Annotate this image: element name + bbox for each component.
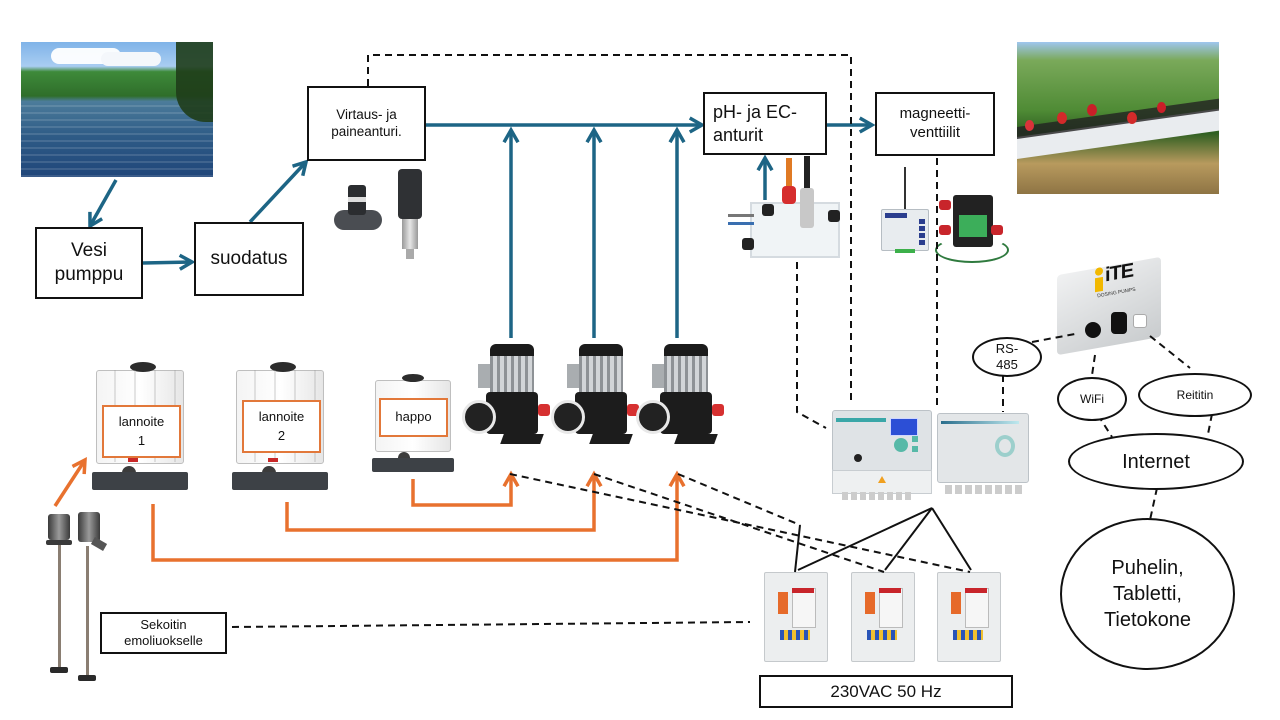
node-wifi-label: WiFi — [1080, 391, 1104, 406]
node-mixer: Sekoitin emoliuokselle — [100, 612, 227, 654]
mixer-to-tank-arrow — [53, 457, 87, 507]
strawberry-field-photo — [1017, 42, 1219, 194]
tank-label-text: lannoite 2 — [258, 408, 305, 443]
node-mixer-label: Sekoitin emoliuokselle — [124, 616, 203, 648]
signal-mixer-to-drives — [231, 621, 751, 628]
fertilizer2-to-pump2 — [285, 470, 603, 532]
node-power-supply-label: 230VAC 50 Hz — [830, 681, 942, 701]
brand-logo: iTE — [1105, 259, 1134, 287]
node-water-pump-label: Vesi pumppu — [54, 240, 124, 285]
tank-label-text: lannoite 1 — [118, 413, 165, 448]
node-flow-pressure-sensor: Virtaus- ja paineanturi. — [307, 86, 426, 161]
solenoid-valve-controller-photo — [875, 165, 1010, 270]
node-user-devices: Puhelin, Tabletti, Tietokone — [1060, 518, 1235, 670]
mixer-photo — [44, 512, 114, 682]
signal-router-to-internet — [1207, 413, 1213, 435]
node-flow-pressure-sensor-label: Virtaus- ja paineanturi. — [331, 106, 402, 139]
signal-pump3-to-drive1 — [677, 473, 801, 526]
frequency-drive-enclosure-photo — [764, 572, 828, 662]
node-filtration: suodatus — [194, 222, 304, 296]
dosing-pump-photo — [551, 344, 639, 456]
node-router: Reititin — [1138, 373, 1252, 417]
signal-probe-to-controller — [796, 262, 827, 429]
flow-pump-to-filter — [142, 253, 196, 271]
dosing-pump-photo — [636, 344, 724, 456]
node-solenoid-valves: magneetti- venttiilit — [875, 92, 995, 156]
tank-label-acid: happo — [379, 398, 448, 437]
tank-label-fertilizer-2: lannoite 2 — [242, 400, 321, 453]
lake-photo — [21, 42, 213, 177]
node-water-pump: Vesi pumppu — [35, 227, 143, 299]
dosing-pump-photo — [462, 344, 550, 456]
node-user-devices-label: Puhelin, Tabletti, Tietokone — [1103, 557, 1192, 631]
flow-filter-to-sensor — [248, 159, 309, 224]
node-ph-ec-sensors: pH- ja EC- anturit — [703, 92, 827, 155]
signal-internet-to-devices — [1149, 487, 1158, 521]
acid-to-pump1 — [411, 470, 520, 507]
power-controller-to-drive1 — [797, 507, 933, 571]
tank-label-fertilizer-1: lannoite 1 — [102, 405, 181, 458]
flow-lake-to-pump — [88, 179, 118, 230]
node-internet-label: Internet — [1122, 450, 1190, 473]
node-rs485: RS- 485 — [972, 337, 1042, 377]
control-unit-photo — [832, 410, 932, 502]
node-solenoid-valves-label: magneetti- venttiilit — [899, 105, 971, 141]
node-filtration-label: suodatus — [210, 248, 288, 270]
flow-and-pressure-sensor-photo — [330, 165, 440, 265]
node-wifi: WiFi — [1057, 377, 1127, 421]
power-controller-to-drive2 — [884, 507, 933, 571]
control-unit-photo — [937, 413, 1029, 498]
tank-label-text: happo — [395, 409, 432, 425]
node-internet: Internet — [1068, 433, 1244, 490]
node-rs485-label: RS- 485 — [995, 341, 1019, 372]
frequency-drive-enclosure-photo — [937, 572, 1001, 662]
node-ph-ec-sensors-label: pH- ja EC- anturit — [713, 102, 798, 145]
power-controller-to-drive3 — [931, 507, 972, 571]
node-power-supply: 230VAC 50 Hz — [759, 675, 1013, 708]
connector-segment — [794, 524, 801, 573]
ph-ec-probe-holder-photo — [728, 150, 848, 260]
ite-dosing-pumps-gateway-box-photo: iTE DOSING PUMPS — [1057, 256, 1165, 356]
node-router-label: Reititin — [1176, 387, 1214, 402]
frequency-drive-enclosure-photo — [851, 572, 915, 662]
